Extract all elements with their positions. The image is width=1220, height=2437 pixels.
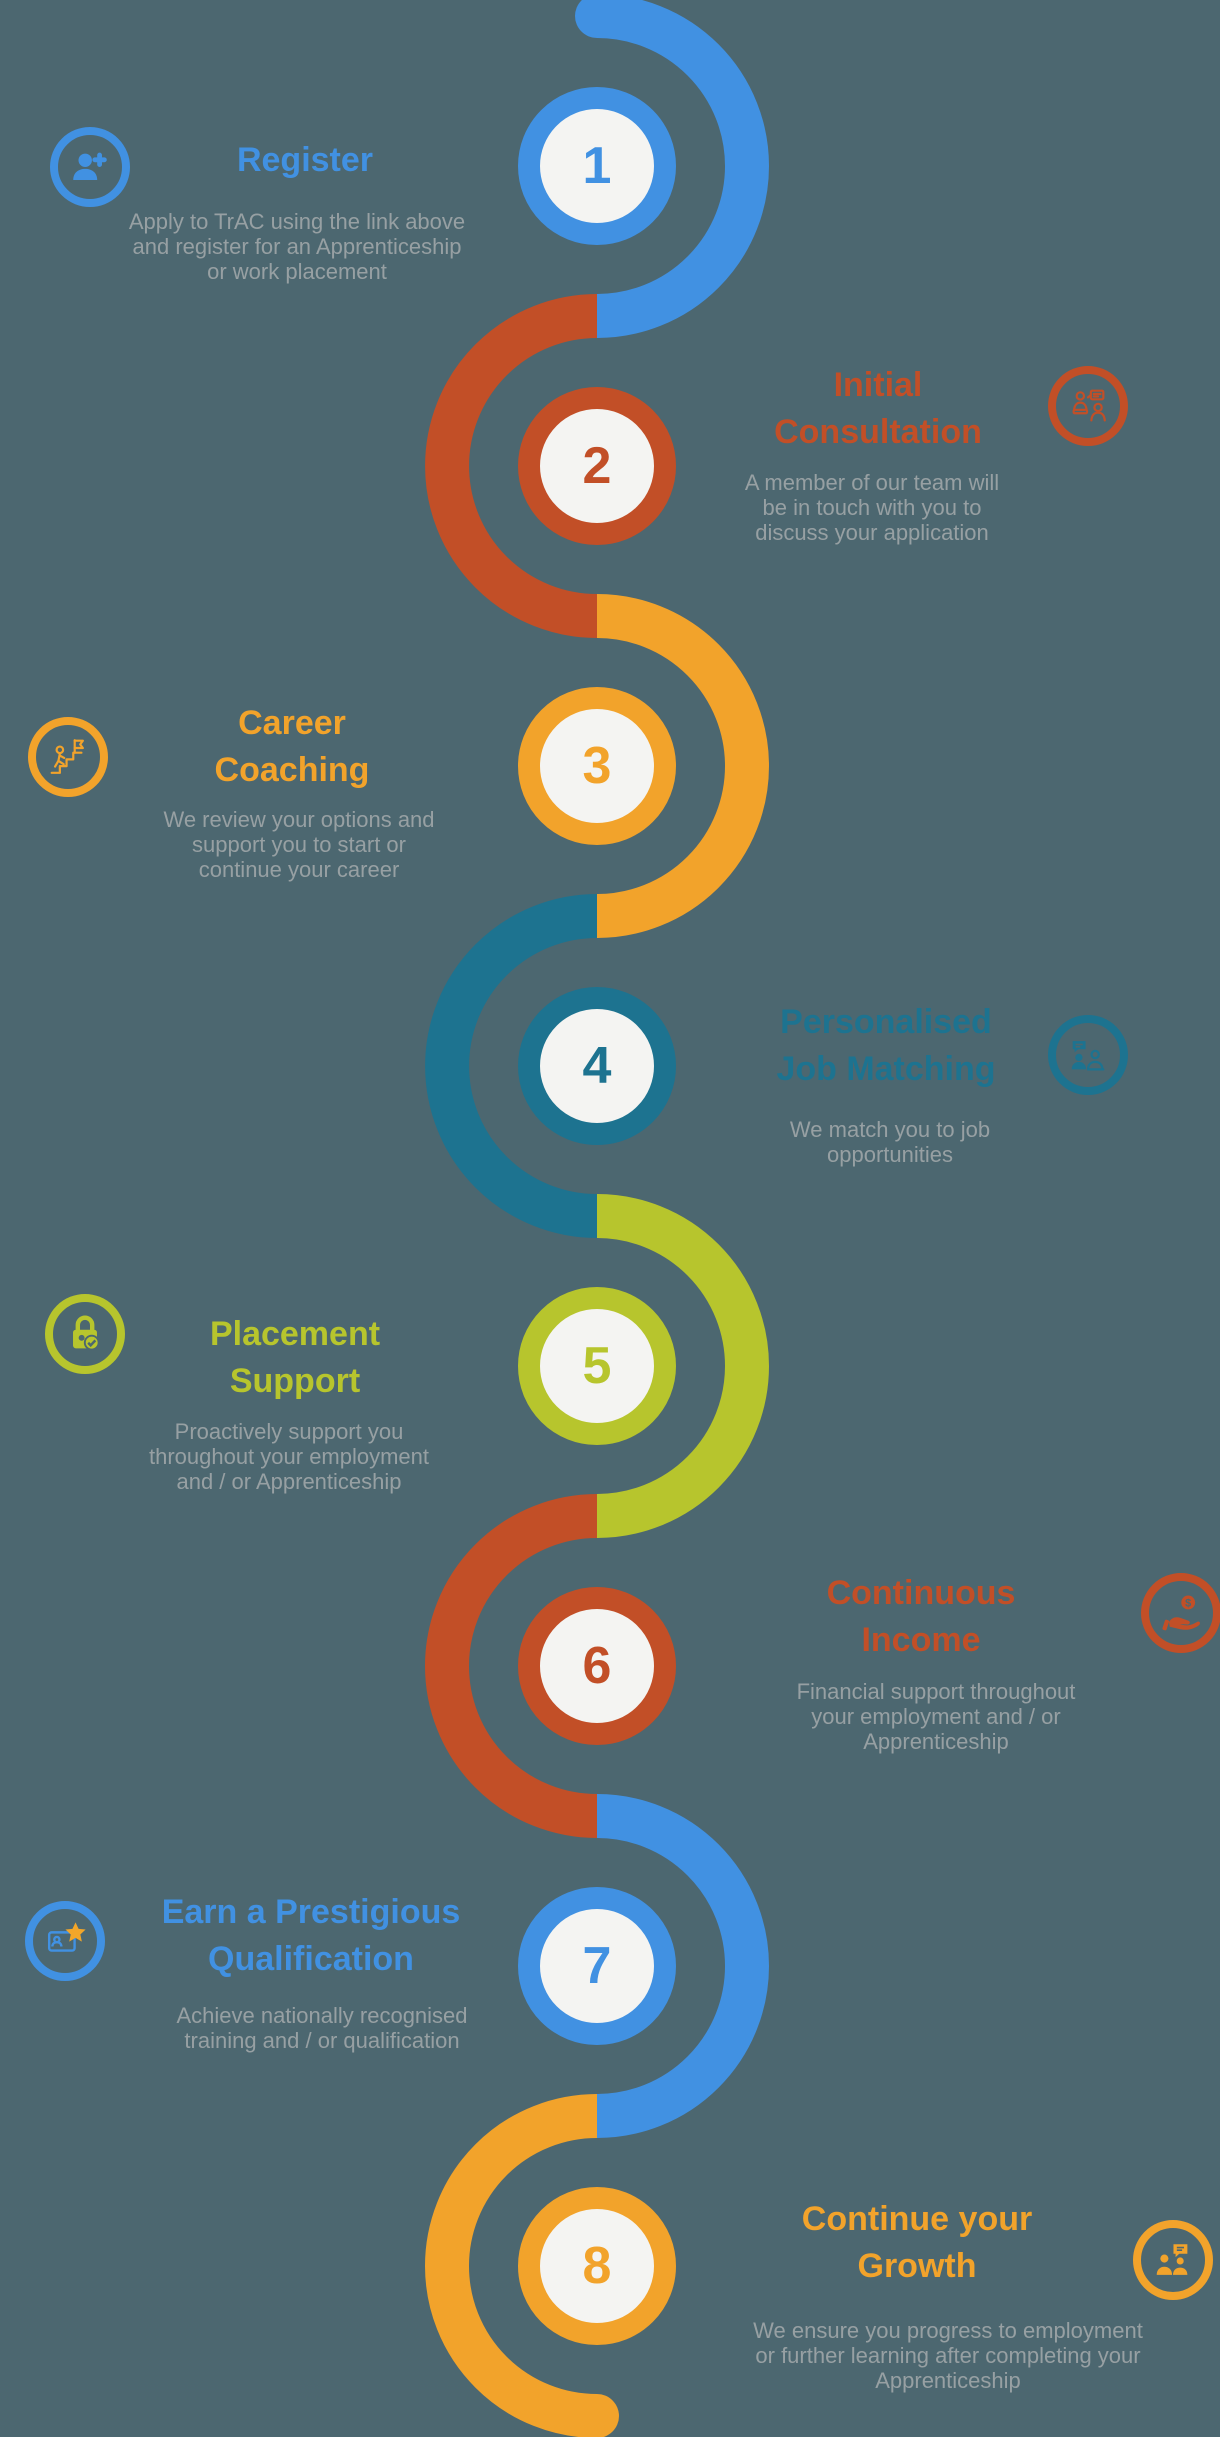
step-description: We review your options and support you t… bbox=[163, 807, 435, 882]
certificate-star-icon bbox=[47, 1922, 86, 1952]
step-description: A member of our team will be in touch wi… bbox=[744, 470, 1000, 545]
lock-check-icon bbox=[73, 1315, 100, 1351]
step-title: Career Coaching bbox=[214, 704, 370, 789]
spine-arc-4 bbox=[425, 894, 598, 1238]
step-number: 7 bbox=[582, 1937, 612, 1995]
people-speech-icon bbox=[1156, 2244, 1188, 2275]
step-number-badge: 3 bbox=[518, 687, 676, 845]
qualification-icon-circle bbox=[25, 1901, 105, 1981]
spine-arc-6 bbox=[425, 1494, 598, 1838]
consultation-icon-circle bbox=[1048, 366, 1128, 446]
consultation-icon bbox=[1072, 389, 1106, 422]
step-description: We match you to job opportunities bbox=[789, 1117, 991, 1167]
step-number: 3 bbox=[582, 737, 612, 795]
svg-text:$: $ bbox=[1185, 1597, 1191, 1609]
step-number-badge: 7 bbox=[518, 1887, 676, 2045]
income-hand-icon-circle: $ bbox=[1141, 1573, 1220, 1653]
placement-lock-icon-circle bbox=[45, 1294, 125, 1374]
spine-arc-7 bbox=[596, 1794, 769, 2138]
step-number-badge: 6 bbox=[518, 1587, 676, 1745]
step-number-badge: 5 bbox=[518, 1287, 676, 1445]
step-number: 6 bbox=[582, 1637, 612, 1695]
step-description: Proactively support you throughout your … bbox=[148, 1419, 430, 1494]
career-coaching-icon-circle bbox=[28, 717, 108, 797]
step-number-badge: 4 bbox=[518, 987, 676, 1145]
step-number: 5 bbox=[582, 1337, 612, 1395]
step-number: 8 bbox=[582, 2237, 612, 2295]
dollar-hand-icon: $ bbox=[1162, 1595, 1200, 1631]
step-title: Placement Support bbox=[209, 1315, 381, 1400]
spine-arc-2 bbox=[425, 294, 598, 638]
step-number-badge: 2 bbox=[518, 387, 676, 545]
job-matching-icon bbox=[1071, 1041, 1105, 1071]
step-description: We ensure you progress to employment or … bbox=[753, 2318, 1143, 2393]
step-title: Continuous Income bbox=[826, 1574, 1016, 1659]
step-number-badge: 8 bbox=[518, 2187, 676, 2345]
job-matching-icon-circle bbox=[1048, 1015, 1128, 1095]
career-coaching-icon bbox=[50, 739, 84, 774]
continue-growth-icon-circle bbox=[1133, 2220, 1213, 2300]
step-description: Apply to TrAC using the link above and r… bbox=[128, 209, 466, 284]
step-number: 2 bbox=[582, 437, 612, 495]
spine-arc-3 bbox=[596, 594, 769, 938]
step-description: Achieve nationally recognised training a… bbox=[176, 2003, 468, 2053]
spine-arc-5 bbox=[596, 1194, 769, 1538]
step-number: 1 bbox=[582, 137, 612, 195]
step-title: Earn a Prestigious Qualification bbox=[161, 1893, 461, 1978]
step-title: Register bbox=[236, 141, 374, 179]
step-title: Personalised Job Matching bbox=[776, 1003, 996, 1088]
step-description: Financial support throughout your employ… bbox=[796, 1679, 1076, 1754]
person-add-icon-circle bbox=[50, 127, 130, 207]
person-add-icon bbox=[73, 152, 107, 180]
step-title: Initial Consultation bbox=[774, 366, 982, 451]
step-title: Continue your Growth bbox=[801, 2200, 1033, 2285]
step-number-badge: 1 bbox=[518, 87, 676, 245]
spine-arc-1 bbox=[596, 0, 769, 338]
spine-arc-8 bbox=[425, 2094, 598, 2437]
step-number: 4 bbox=[582, 1037, 612, 1095]
